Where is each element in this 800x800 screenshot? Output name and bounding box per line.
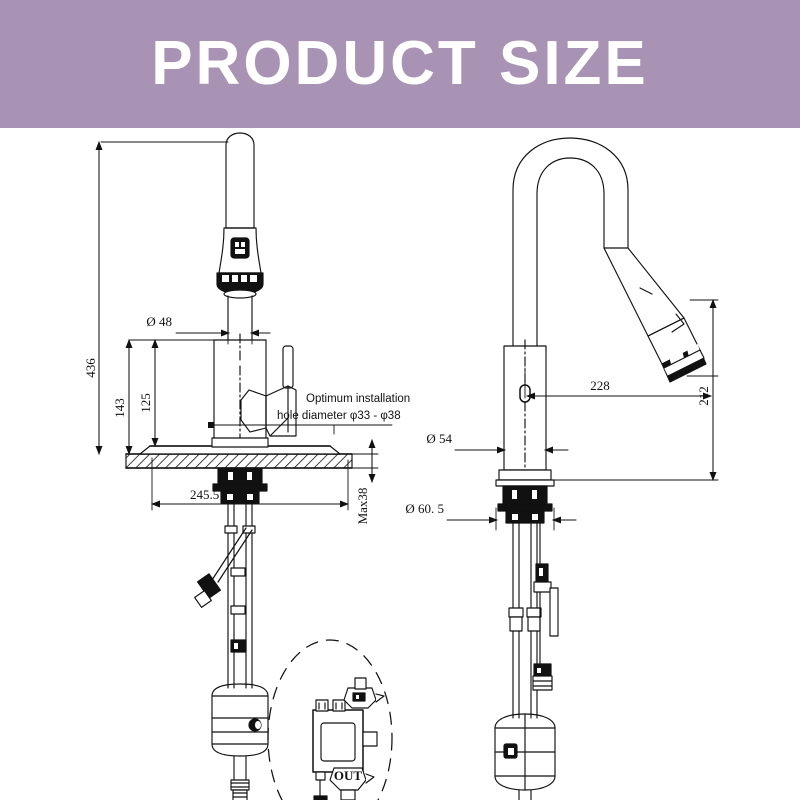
front-cable-connector: [194, 573, 222, 608]
side-view-group: 228 212 Ø 54 Ø 60. 5: [405, 137, 719, 800]
dim-label-228: 228: [590, 378, 610, 393]
front-view-group: OUT 436 143: [83, 132, 410, 800]
dim-label-245-5: 245.5: [190, 487, 219, 502]
control-box-out-label: OUT: [334, 768, 363, 783]
dim-deck-thickness-max38: Max38: [351, 439, 379, 525]
dim-spout-height-212: 212: [553, 299, 719, 481]
front-body: [213, 333, 267, 447]
side-body: [495, 339, 555, 487]
product-size-banner: PRODUCT SIZE: [0, 0, 800, 128]
front-lever-handle: [240, 345, 297, 437]
front-sprayer-head: [216, 132, 264, 299]
side-sprayer-head: [603, 247, 707, 383]
dim-base-diameter-60-5: Ø 60. 5: [405, 501, 577, 531]
faucet-dimension-drawing: OUT 436 143: [83, 132, 719, 800]
front-control-box: OUT: [312, 677, 385, 800]
side-gooseneck-spout: [512, 137, 629, 347]
dim-spout-base-125: 125: [138, 339, 213, 447]
side-battery-module: [494, 713, 556, 800]
install-note-line1: Optimum installation: [306, 393, 410, 405]
side-supply-hoses: [508, 522, 559, 719]
front-column: [227, 295, 253, 341]
dim-reach-245-5: 245.5: [151, 457, 349, 511]
installation-note: Optimum installation hole diameter φ33 -…: [208, 393, 410, 435]
dim-label-125: 125: [138, 393, 153, 413]
accessory-callout-ellipse: [267, 639, 393, 800]
front-battery-module: [211, 683, 269, 800]
side-mounting-nut: [497, 485, 553, 524]
install-note-line2: hole diameter φ33 - φ38: [277, 410, 401, 422]
dim-column-diameter-54: Ø 54: [426, 431, 569, 463]
dim-label-dia48: Ø 48: [146, 314, 172, 329]
dim-body-height-143: 143: [112, 339, 215, 455]
front-supply-hoses: [194, 502, 256, 689]
front-mounting-nut: [212, 467, 268, 504]
front-control-valve-top: [343, 677, 385, 709]
dim-label-max38: Max38: [355, 488, 370, 525]
front-deck-section: [125, 437, 353, 469]
front-control-valve-out: OUT: [329, 767, 375, 800]
dim-label-dia54: Ø 54: [426, 431, 452, 446]
dim-label-143: 143: [112, 398, 127, 418]
dim-label-436: 436: [83, 358, 98, 378]
technical-drawing-area: OUT 436 143: [0, 128, 800, 800]
dim-overall-height-436: 436: [83, 141, 229, 455]
banner-title: PRODUCT SIZE: [151, 29, 649, 98]
dim-label-212: 212: [696, 386, 711, 406]
dim-spout-diameter-48: Ø 48: [146, 314, 271, 345]
dim-label-dia60-5: Ø 60. 5: [405, 501, 444, 516]
